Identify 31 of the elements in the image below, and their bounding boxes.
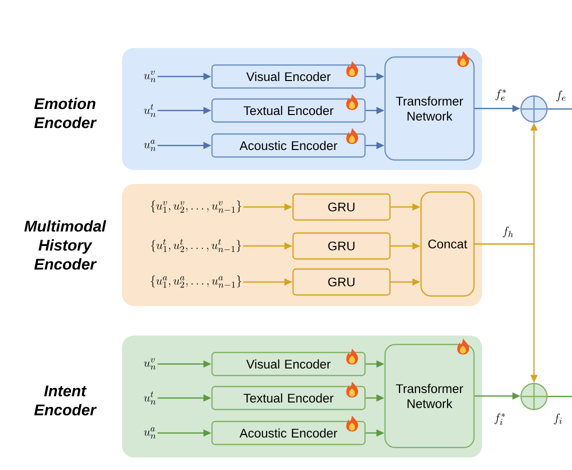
edge-label: $f_i^*$ (494, 413, 505, 425)
module-box: Acoustic Encoder (211, 420, 366, 446)
module-box: Acoustic Encoder (211, 133, 366, 158)
input-symbol: $\{u_1^v, u_2^v, \ldots, u_{n-1}^v\}$ (150, 200, 242, 213)
input-symbol: $u_n^t$ (144, 104, 156, 118)
module-box: Transformer Network (384, 344, 475, 448)
edge-label: $f_i$ (554, 414, 562, 424)
module-box: GRU (292, 193, 391, 221)
module-box: Transformer Network (384, 56, 475, 161)
module-box: Textual Encoder (211, 386, 366, 410)
input-symbol: $\{u_1^t, u_2^t, \ldots, u_{n-1}^t\}$ (150, 239, 242, 252)
module-box: Visual Encoder (211, 64, 366, 89)
edge-label: $f_h$ (502, 226, 514, 238)
input-symbol: $u_n^a$ (144, 140, 156, 152)
input-symbol: $u_n^a$ (144, 427, 156, 439)
panel-title: Multimodal History Encoder (24, 220, 106, 270)
input-symbol: $u_n^v$ (144, 358, 156, 370)
edge-label: $f_e^*$ (496, 89, 506, 101)
module-box: Concat (420, 191, 475, 297)
sum-symbol (520, 94, 548, 124)
module-box: GRU (292, 232, 391, 260)
sum-symbol (520, 382, 548, 411)
module-box: GRU (292, 268, 391, 296)
input-symbol: $u_n^t$ (144, 391, 156, 405)
module-box: Textual Encoder (211, 98, 366, 123)
panel-title: Intent Encoder (34, 386, 97, 416)
module-box: Visual Encoder (211, 352, 366, 376)
edge-label: $f_e$ (556, 90, 566, 102)
input-symbol: $\{u_1^a, u_2^a, \ldots, u_{n-1}^a\}$ (150, 276, 242, 288)
panel-title: Emotion Encoder (34, 98, 97, 128)
input-symbol: $u_n^v$ (144, 70, 156, 82)
